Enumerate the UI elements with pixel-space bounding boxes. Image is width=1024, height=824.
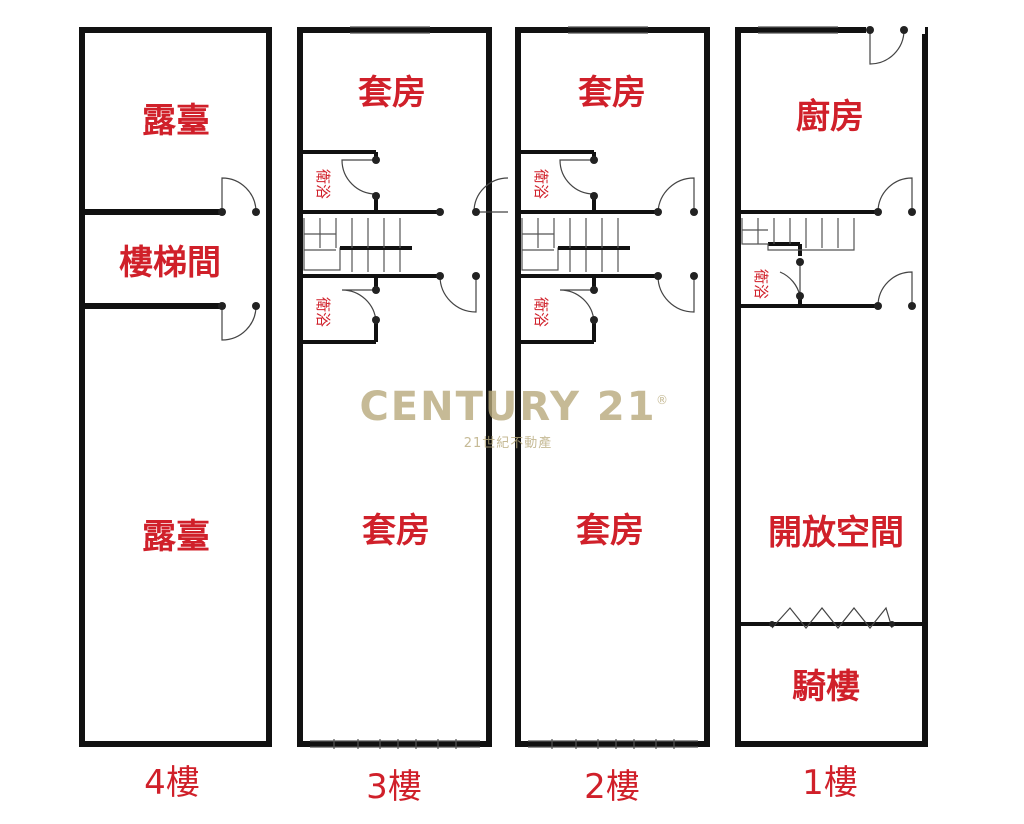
floor-2-windows bbox=[528, 739, 698, 749]
floor-2: 套房 衛浴 衛浴 套房 2樓 bbox=[515, 26, 710, 807]
floor-4-room-terrace-top: 露臺 bbox=[142, 101, 210, 141]
floor-3-outer-wall bbox=[297, 27, 492, 747]
floor-3-stairs bbox=[303, 218, 412, 272]
floor-4-label: 4樓 bbox=[144, 763, 200, 803]
floor-2-bath-label-top: 衛浴 bbox=[532, 169, 550, 199]
floor-4-room-terrace-bottom: 露臺 bbox=[142, 517, 210, 557]
floor-1-room-kitchen: 廚房 bbox=[796, 97, 864, 137]
floor-3-bath-label-top: 衛浴 bbox=[314, 169, 332, 199]
floor-2-room-suite-top: 套房 bbox=[578, 73, 646, 113]
watermark-subtitle: 21世紀不動產 bbox=[464, 435, 553, 451]
floor-3-door-bottom bbox=[436, 272, 480, 313]
watermark-brand: CENTURY 21 bbox=[359, 384, 656, 430]
floor-3-room-suite-bottom: 套房 bbox=[362, 511, 430, 551]
floor-3-windows bbox=[310, 739, 480, 749]
floor-1-label: 1樓 bbox=[802, 763, 858, 803]
floor-4-room-stairwell: 樓梯間 bbox=[119, 243, 221, 283]
floor-1-folding-door bbox=[738, 606, 925, 629]
floor-4-door-bottom bbox=[218, 302, 260, 341]
floor-1-outer-wall bbox=[735, 27, 928, 747]
floor-1-bath-label: 衛浴 bbox=[752, 269, 770, 299]
floor-4-door-top bbox=[218, 177, 260, 216]
floor-3-label: 3樓 bbox=[366, 767, 422, 807]
floor-1: 廚房 衛浴 開放空間 騎樓 1樓 bbox=[735, 26, 928, 803]
floor-2-label: 2樓 bbox=[584, 767, 640, 807]
floor-2-door-bottom bbox=[654, 272, 698, 313]
floor-3-bath-door-bottom bbox=[341, 286, 380, 324]
floor-3: 套房 衛浴 衛浴 套房 3樓 bbox=[297, 26, 509, 807]
floor-2-bath-door-top bbox=[559, 156, 598, 200]
floor-4: 露臺 樓梯間 露臺 4樓 bbox=[79, 27, 272, 803]
floor-2-stairs bbox=[521, 218, 630, 272]
floor-2-bath-door-bottom bbox=[559, 286, 598, 324]
floor-1-room-open-space: 開放空間 bbox=[768, 513, 904, 553]
floor-3-bath-door-top bbox=[341, 156, 380, 200]
century21-watermark: CENTURY 21 ® 21世紀不動產 bbox=[359, 384, 668, 451]
floor-2-door-top bbox=[654, 177, 698, 216]
floor-3-door-top bbox=[436, 177, 509, 216]
floor-1-room-arcade: 騎樓 bbox=[792, 667, 860, 707]
floor-1-door-entry bbox=[866, 26, 925, 65]
floor-2-bath-label-bottom: 衛浴 bbox=[532, 297, 550, 327]
floor-1-door-top bbox=[874, 177, 916, 216]
floor-1-stairs bbox=[741, 218, 855, 251]
watermark-registered-mark: ® bbox=[656, 393, 668, 407]
floor-3-bath-label-bottom: 衛浴 bbox=[314, 297, 332, 327]
floor-4-outer-wall bbox=[79, 27, 272, 747]
floor-2-room-suite-bottom: 套房 bbox=[576, 511, 644, 551]
floor-1-door-bottom bbox=[874, 271, 916, 310]
floor-3-room-suite-top: 套房 bbox=[358, 73, 426, 113]
floor-1-bath-door bbox=[779, 258, 804, 300]
floor-2-outer-wall bbox=[515, 27, 710, 747]
